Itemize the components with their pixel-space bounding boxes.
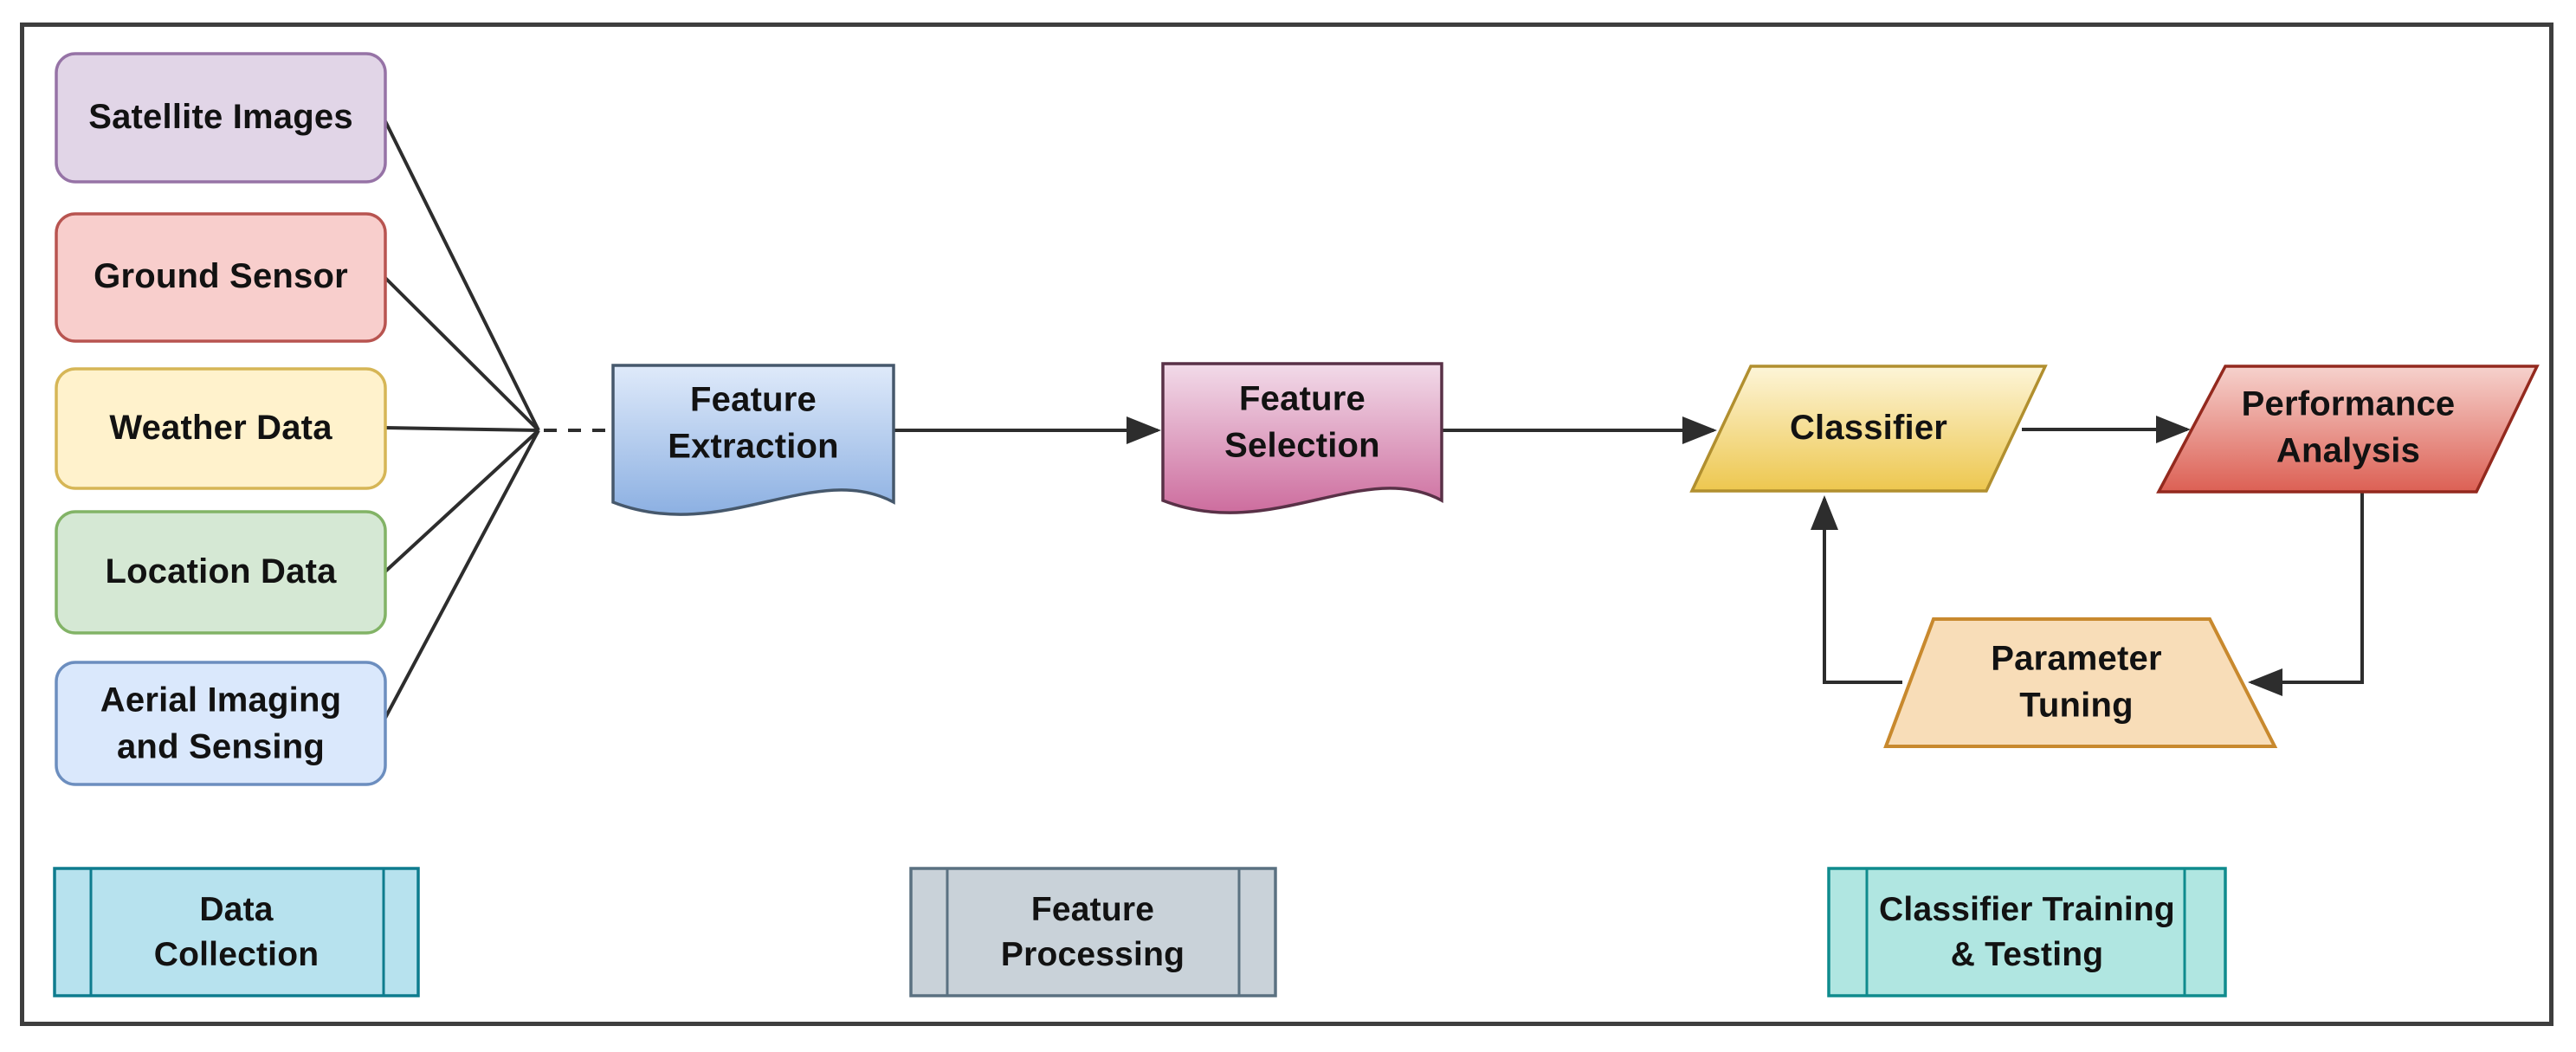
feature-extraction-node [611,364,895,516]
connector-aerial-to-junction [384,429,540,719]
connector-group [384,120,2364,719]
aerial-imaging-node [55,661,387,786]
classifier-node [1689,365,2048,493]
feature-selection-node [1161,362,1443,514]
connector-satellite-to-junction [384,120,540,431]
classifier-training-box [1827,867,2227,997]
weather-data-node [55,367,387,490]
data-collection-box [53,867,420,997]
classifier-training-stage [1827,867,2227,997]
data-collection-stage [53,867,420,997]
ground-sensor-node [55,212,387,343]
connector-ground-to-junction [384,276,540,432]
parameter-tuning-node [1883,617,2278,748]
performance-analysis-node [2156,365,2540,494]
diagram-frame [20,23,2553,1026]
connector-performance-to-tuning [2248,492,2364,696]
connector-tuning-to-classifier [1811,495,1902,684]
feature-processing-box [909,867,1277,997]
connector-location-to-junction [384,429,540,573]
feature-processing-stage [909,867,1277,997]
satellite-images-node [55,52,387,184]
connector-weather-to-junction [384,426,539,432]
location-data-node [55,510,387,635]
